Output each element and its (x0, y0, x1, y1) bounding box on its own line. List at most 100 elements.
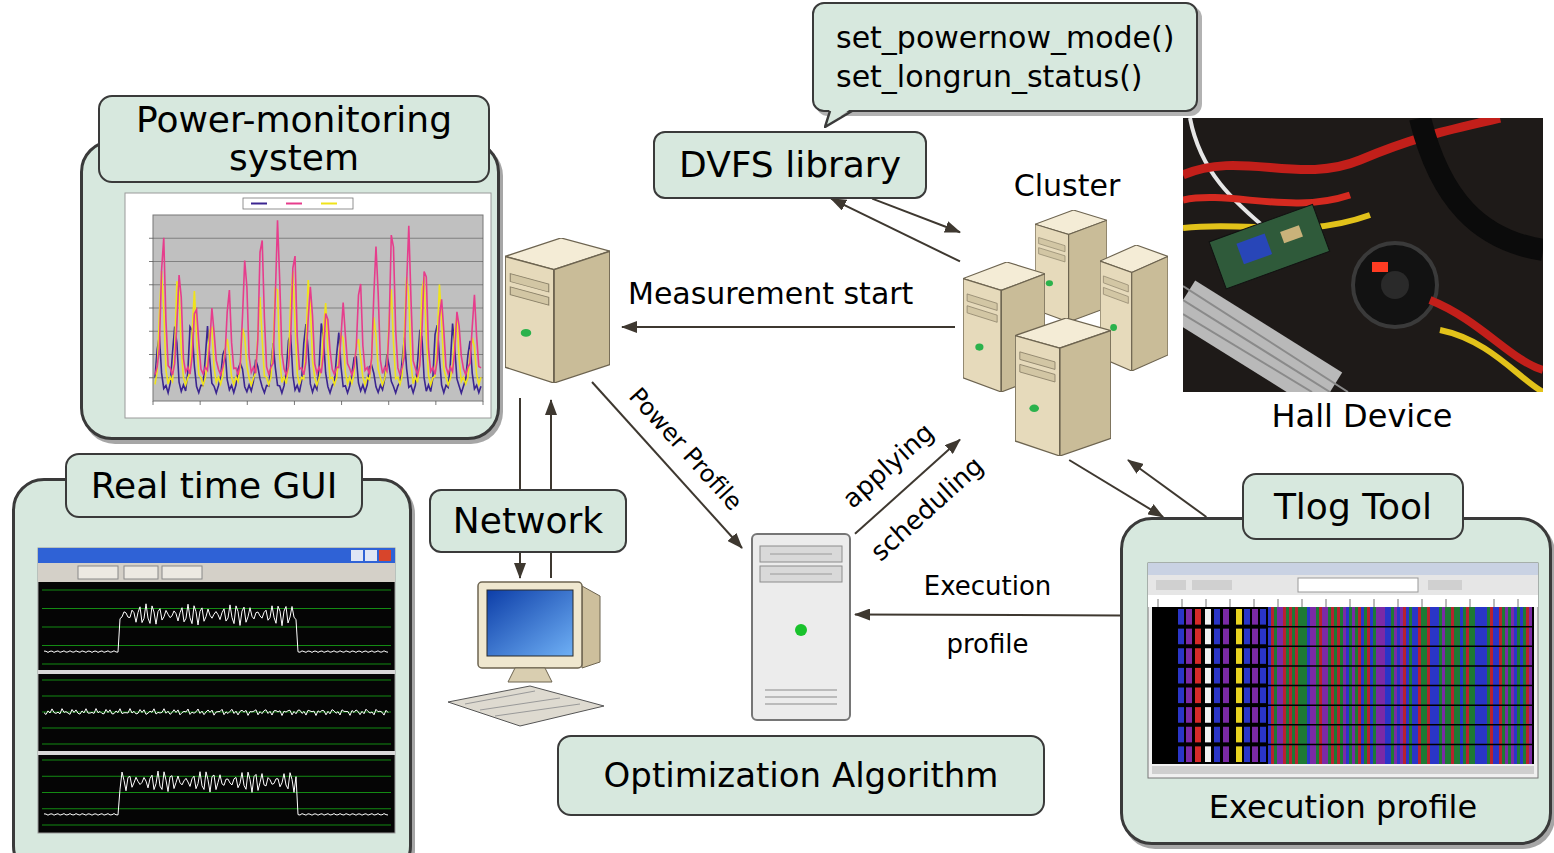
gui-screenshot (38, 548, 395, 833)
server-icon (770, 574, 832, 575)
arrow-label: Measurement start (628, 276, 913, 312)
trace-screenshot (1186, 727, 1192, 743)
gui-screenshot (42, 744, 391, 745)
trace-screenshot (1186, 746, 1192, 762)
hall-device-photo (1353, 243, 1437, 327)
trace-screenshot (1278, 599, 1279, 607)
server-icon (770, 554, 832, 555)
trace-screenshot (1260, 688, 1266, 704)
gui-screenshot (44, 771, 388, 815)
box-label: Network (453, 499, 603, 542)
arrow-label: Power Profile (622, 382, 747, 516)
hall-device-photo (1420, 118, 1543, 250)
trace-screenshot (1326, 599, 1327, 607)
trace-screenshot (1186, 609, 1192, 625)
pc-icon (448, 582, 604, 726)
edge-label: Execution profile (924, 557, 1052, 673)
trace-screenshot (1236, 668, 1242, 684)
trace-screenshot (1214, 707, 1220, 723)
trace-screenshot (1156, 580, 1186, 590)
gui-screenshot (42, 696, 391, 697)
hall-device-photo (1183, 300, 1330, 392)
gui-screenshot (38, 751, 395, 755)
callout-tail (825, 111, 852, 127)
callout-tail (825, 108, 852, 127)
power-chart (153, 308, 483, 309)
trace-screenshot (1195, 609, 1201, 625)
trace-screenshot (1236, 707, 1242, 723)
power-chart (83, 143, 503, 443)
hall-device-photo (1372, 262, 1388, 272)
trace-screenshot (1236, 648, 1242, 664)
algorithm-box: Optimization Algorithm (557, 735, 1046, 816)
trace-screenshot (1152, 646, 1534, 648)
cluster-icon (963, 210, 1168, 456)
function-names: set_powernow_mode() set_longrun_status() (836, 18, 1174, 96)
flow-arrow (855, 613, 1120, 616)
power-chart (149, 308, 153, 309)
trace-screenshot (1192, 580, 1232, 590)
server-icon (795, 624, 807, 636)
trace-screenshot (1178, 727, 1184, 743)
trace-screenshot (1195, 707, 1201, 723)
power-chart (483, 401, 484, 405)
trace-screenshot (1186, 707, 1192, 723)
hall-device-photo (1183, 300, 1330, 392)
trace-screenshot (1148, 575, 1538, 595)
power-chart (153, 284, 483, 285)
power-chart (149, 284, 153, 285)
trace-screenshot (1223, 629, 1229, 645)
gui-screenshot (351, 550, 363, 561)
trace-screenshot (1223, 746, 1229, 762)
trace-screenshot (1205, 688, 1211, 704)
gui-screenshot (78, 566, 118, 579)
trace-screenshot (1302, 599, 1303, 607)
trace-screenshot (1236, 688, 1242, 704)
trace-screenshot (1178, 746, 1184, 762)
hall-device-photo (1236, 233, 1272, 264)
trace-screenshot (1260, 727, 1266, 743)
trace-screenshot (1205, 707, 1211, 723)
trace-screenshot (1186, 648, 1192, 664)
trace-screenshot (1223, 688, 1229, 704)
server-icon (765, 696, 837, 698)
trace-screenshot (1214, 648, 1220, 664)
hall-device-photo (1430, 300, 1543, 370)
trace-screenshot (1223, 668, 1229, 684)
gui-screenshot (15, 481, 415, 853)
trace-screenshot (1260, 668, 1266, 684)
trace-screenshot (1178, 609, 1184, 625)
power-chart (341, 401, 342, 405)
hall-device-photo (1209, 204, 1329, 289)
trace-screenshot (1244, 746, 1250, 762)
trace-screenshot (1244, 609, 1250, 625)
panel-title: Tlog Tool (1242, 473, 1464, 540)
hall-device-photo (1209, 204, 1329, 289)
trace-screenshot (1350, 599, 1351, 607)
cluster-node: Cluster (960, 168, 1170, 460)
server-node: Optimization Algorithm (748, 530, 855, 722)
gui-screenshot (42, 792, 391, 793)
trace-screenshot (1178, 668, 1184, 684)
trace-screenshot (1260, 707, 1266, 723)
hall-device-photo (1381, 271, 1409, 299)
trace-screenshot (1206, 599, 1207, 607)
power-chart (153, 261, 483, 262)
trace-screenshot (1214, 629, 1220, 645)
power-chart (294, 401, 295, 405)
trace-screenshot (1236, 746, 1242, 762)
trace-screenshot (1236, 629, 1242, 645)
tool-panel: Power-monitoring system (80, 140, 500, 440)
trace-screenshot (1205, 609, 1211, 625)
gui-screenshot (42, 776, 391, 777)
cluster-icon (1035, 210, 1107, 322)
gui-screenshot (42, 608, 391, 609)
hall-device-photo (1280, 225, 1303, 243)
gui-screenshot (44, 604, 388, 653)
hall-device-photo (1440, 330, 1543, 392)
trace-screenshot (1398, 599, 1399, 607)
power-chart (149, 354, 153, 355)
trace-screenshot (1260, 648, 1266, 664)
photo-caption: Hall Device (1271, 397, 1452, 435)
trace-screenshot (1148, 563, 1538, 575)
